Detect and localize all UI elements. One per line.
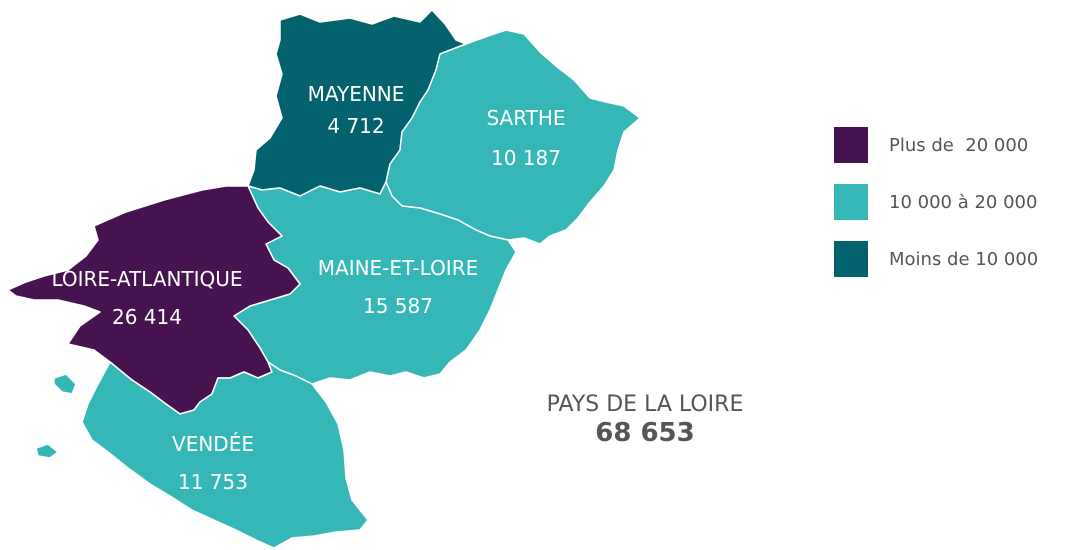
dept-value: 11 753 <box>178 470 248 494</box>
label-sarthe: SARTHE 10 187 <box>456 108 596 168</box>
region-name: PAYS DE LA LOIRE <box>546 392 744 417</box>
legend-item-low: Moins de 10 000 <box>834 241 1038 277</box>
dept-value: 26 414 <box>112 305 182 329</box>
dept-value: 15 587 <box>363 294 433 318</box>
dept-value: 4 712 <box>327 114 385 138</box>
legend-swatch-mid <box>834 184 868 220</box>
label-maine-et-loire: MAINE-ET-LOIRE 15 587 <box>290 258 506 316</box>
department-vendee[interactable] <box>81 361 369 549</box>
legend-label: Plus de 20 000 <box>889 134 1029 156</box>
island-yeu <box>35 443 59 459</box>
dept-name: VENDÉE <box>172 432 254 456</box>
dept-value: 10 187 <box>491 146 561 170</box>
map-legend: Plus de 20 000 10 000 à 20 000 Moins de … <box>834 127 1038 298</box>
legend-item-mid: 10 000 à 20 000 <box>834 184 1038 220</box>
region-total: PAYS DE LA LOIRE 68 653 <box>500 392 790 448</box>
legend-swatch-low <box>834 241 868 277</box>
dept-name: MAYENNE <box>307 82 405 106</box>
region-total-value: 68 653 <box>595 418 695 448</box>
legend-swatch-high <box>834 127 868 163</box>
dept-name: LOIRE-ATLANTIQUE <box>51 267 243 291</box>
legend-item-high: Plus de 20 000 <box>834 127 1038 163</box>
legend-label: 10 000 à 20 000 <box>889 191 1038 213</box>
island-noirmoutier <box>53 373 77 395</box>
label-vendee: VENDÉE 11 753 <box>158 434 268 492</box>
dept-name: SARTHE <box>486 106 566 130</box>
label-mayenne: MAYENNE 4 712 <box>286 84 426 136</box>
label-loire-atlantique: LOIRE-ATLANTIQUE 26 414 <box>22 269 272 327</box>
legend-label: Moins de 10 000 <box>889 248 1039 270</box>
department-sarthe[interactable] <box>385 29 641 245</box>
dept-name: MAINE-ET-LOIRE <box>317 256 479 280</box>
